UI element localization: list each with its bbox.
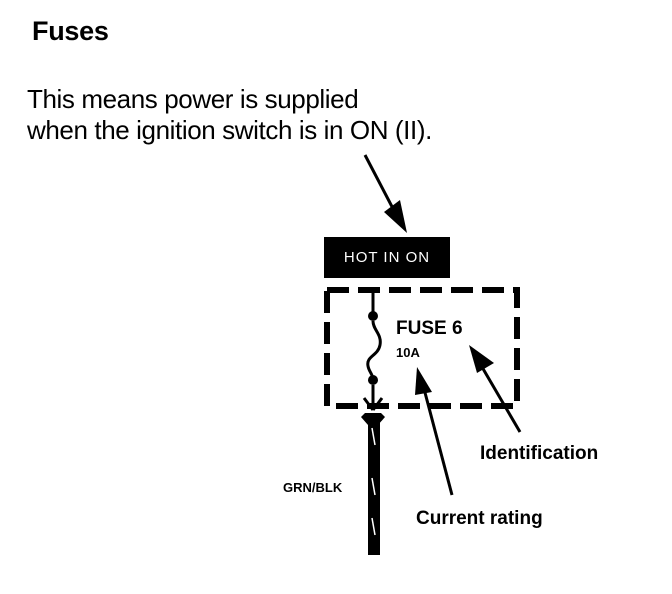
wire-color-code: GRN/BLK bbox=[283, 480, 343, 495]
identification-label: Identification bbox=[480, 443, 599, 464]
description-text: This means power is supplied when the ig… bbox=[27, 84, 432, 146]
fuse-symbol bbox=[362, 290, 384, 411]
description-line-1: This means power is supplied bbox=[27, 84, 359, 114]
identification-arrow bbox=[469, 345, 522, 433]
fuse-box-outline bbox=[324, 287, 520, 409]
power-source-badge: HOT IN ON bbox=[324, 237, 450, 278]
page-title: Fuses bbox=[32, 16, 109, 46]
current-rating-label: Current rating bbox=[416, 508, 543, 529]
description-line-2: when the ignition switch is in ON (II). bbox=[27, 115, 432, 145]
wire-connector bbox=[361, 413, 385, 555]
description-arrow bbox=[363, 154, 407, 233]
current-rating-arrow bbox=[415, 367, 454, 496]
fuse-current-rating: 10A bbox=[396, 345, 420, 360]
fuse-identification: FUSE 6 bbox=[396, 318, 463, 339]
